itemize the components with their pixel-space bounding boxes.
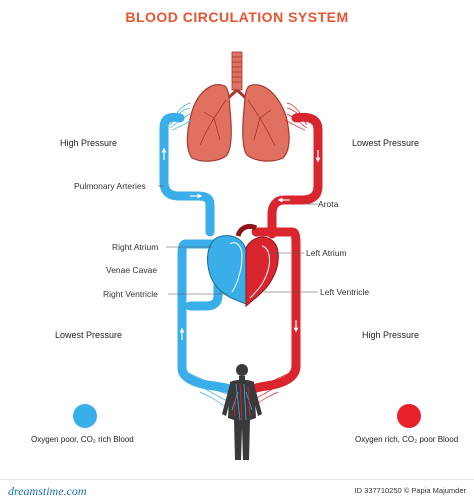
label-left-atrium: Left Atrium [306, 248, 347, 258]
leader-lines [158, 185, 318, 295]
body-capillaries [185, 371, 293, 415]
brand-logo: dreamstime.com [8, 484, 87, 498]
page-title: BLOOD CIRCULATION SYSTEM [125, 9, 349, 25]
left-lung [186, 84, 232, 162]
label-right-ventricle: Right Ventricle [103, 289, 158, 299]
heart-left-side [245, 236, 279, 308]
label-pulmonary-arteries: Pulmonary Arteries [74, 181, 146, 191]
trachea [224, 51, 250, 102]
legend-oxygen-rich-swatch [397, 404, 421, 428]
heart-right-side [207, 235, 247, 305]
heart [207, 223, 279, 308]
label-high-pressure-top: High Pressure [60, 138, 118, 148]
lungs [186, 84, 290, 162]
label-aorta: Arota [318, 199, 339, 209]
image-credit: ID 337710250 © Papia Majumder [354, 486, 466, 495]
human-figure [222, 364, 262, 460]
legend-oxygen-poor-text: Oxygen poor, CO₂ rich Blood [31, 435, 134, 444]
footer-bar: dreamstime.com ID 337710250 © Papia Maju… [0, 479, 474, 501]
flow-arrows [161, 147, 321, 340]
right-lung [242, 84, 290, 162]
label-high-pressure-bottom: High Pressure [362, 330, 420, 340]
label-lowest-pressure-top: Lowest Pressure [352, 138, 420, 148]
legend-oxygen-rich-text: Oxygen rich, CO₂ poor Blood [355, 435, 459, 444]
legend-oxygen-poor-swatch [73, 404, 97, 428]
label-lowest-pressure-bottom: Lowest Pressure [55, 330, 123, 340]
label-left-ventricle: Left Ventricle [320, 287, 370, 297]
pulmonary-vein-vessel [267, 112, 323, 239]
label-venae-cavae: Venae Cavae [106, 265, 158, 275]
label-right-atrium: Right Atrium [112, 242, 159, 252]
pulmonary-artery-vessel [159, 112, 215, 237]
